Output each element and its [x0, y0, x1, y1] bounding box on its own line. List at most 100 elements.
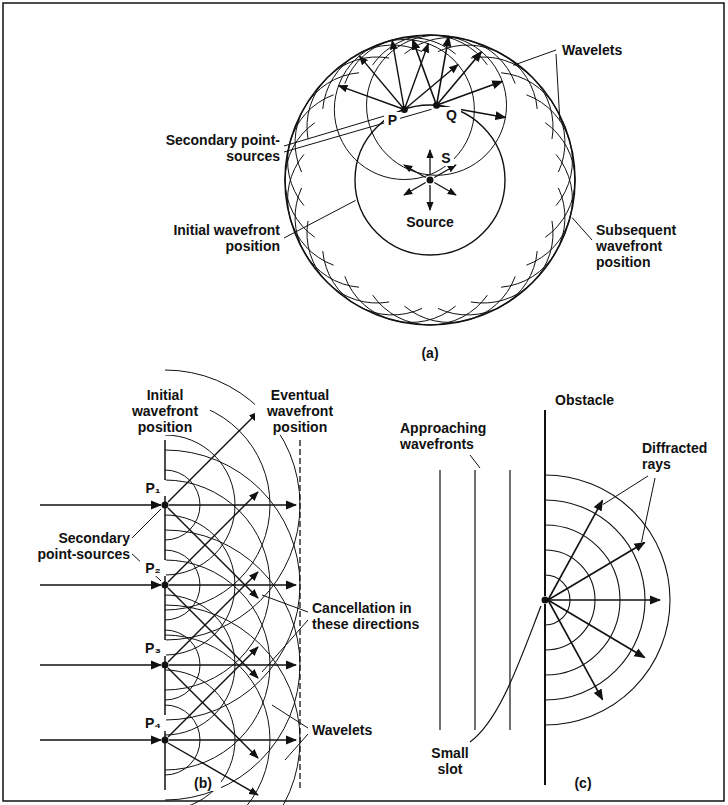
- leader-line: [262, 620, 308, 672]
- label: Source: [400, 214, 460, 230]
- ray-arrow: [40, 664, 161, 666]
- wavelet-arc: [373, 35, 488, 65]
- wavelet-arc: [471, 57, 553, 139]
- leader-line: [556, 54, 560, 121]
- label: Diffracted rays: [640, 440, 720, 472]
- wavelet: [334, 40, 474, 180]
- leader-line: [513, 50, 556, 65]
- ray-arrow: [168, 668, 258, 758]
- label: Initial wavefront position: [150, 222, 282, 254]
- label: Small slot: [420, 745, 480, 777]
- label: Approaching wavefronts: [398, 420, 518, 452]
- label: Cancellation in these directions: [310, 600, 430, 632]
- label: Initial wavefront position: [120, 387, 210, 435]
- label: S: [438, 150, 454, 166]
- leader-line: [470, 455, 480, 468]
- point-source: [162, 582, 169, 589]
- wavelet-arc: [295, 188, 359, 287]
- ray-arrow: [429, 185, 430, 210]
- wavelet-arc: [373, 295, 488, 325]
- label: Subsequent wavefront position: [594, 222, 714, 270]
- leader-line: [603, 476, 648, 504]
- ray-arrow: [168, 647, 258, 737]
- label: Wavelets: [560, 42, 650, 58]
- ray-arrow: [548, 599, 660, 601]
- leader-line: [284, 200, 356, 238]
- ray-arrow: [548, 600, 603, 700]
- point-source: [427, 177, 434, 184]
- ray-arrow: [548, 600, 645, 658]
- point-source: [542, 597, 549, 604]
- leader-line: [285, 734, 308, 760]
- ray-arrow: [548, 500, 603, 600]
- ray-arrow: [548, 543, 645, 601]
- wavelet-arc: [288, 95, 334, 206]
- point-source: [401, 106, 408, 113]
- wavelet-arc: [545, 123, 575, 238]
- point-source: [162, 737, 169, 744]
- label: Eventual wavefront position: [255, 387, 345, 435]
- ray-arrow: [429, 150, 430, 175]
- leader-line: [572, 218, 592, 240]
- leader-line: [262, 595, 308, 612]
- wavelet-arc: [323, 251, 422, 315]
- ray-arrow: [437, 81, 503, 105]
- panel-a: [284, 35, 592, 325]
- wavelet-arc: [501, 188, 565, 287]
- frame: [3, 3, 724, 801]
- ray-arrow: [434, 183, 456, 196]
- ray-arrow: [404, 165, 426, 178]
- wavelet-arc: [526, 154, 572, 265]
- leader-line: [284, 109, 432, 152]
- point-source: [162, 502, 169, 509]
- ray-arrow: [40, 584, 161, 586]
- wavelet: [367, 35, 507, 175]
- wavelet-arc: [307, 221, 389, 303]
- wavelet-arc: [471, 221, 553, 303]
- ray-arrow: [359, 56, 404, 110]
- ray-arrow: [434, 165, 456, 178]
- ray-arrow: [168, 743, 258, 795]
- ray-arrow: [404, 183, 426, 196]
- label: Wavelets: [310, 722, 400, 738]
- ray-arrow: [392, 41, 404, 110]
- label: P₄: [140, 715, 166, 731]
- ray-arrow: [437, 36, 449, 105]
- point-source: [433, 102, 440, 109]
- panel-b: [40, 370, 308, 805]
- label: (c): [565, 775, 601, 791]
- ray-arrow: [40, 504, 161, 506]
- wavelet-arc: [288, 154, 334, 265]
- ray-arrow: [169, 739, 296, 741]
- ray-arrow: [40, 739, 161, 741]
- point-source: [162, 662, 169, 669]
- wavelet-arc: [165, 635, 270, 805]
- wavelet-arc: [526, 95, 572, 206]
- leader-line: [272, 705, 308, 728]
- label: P₂: [140, 560, 166, 576]
- wavelet-arc: [165, 605, 300, 805]
- label: Obstacle: [553, 392, 643, 408]
- ray-arrow: [168, 492, 258, 582]
- label: P₁: [140, 480, 166, 496]
- label: Secondary point-sources: [20, 530, 132, 562]
- label: Secondary point-sources: [150, 132, 282, 164]
- leader-line: [130, 509, 161, 540]
- panel-c: [440, 410, 670, 785]
- label: P: [384, 112, 400, 128]
- label: (b): [185, 775, 221, 791]
- wavelet-arc: [438, 251, 537, 315]
- ray-arrow: [168, 572, 258, 662]
- ray-arrow: [404, 65, 458, 110]
- wavelet-arc: [501, 73, 565, 172]
- label: Q: [443, 107, 461, 123]
- wavelet-arc: [295, 73, 359, 172]
- leader-line: [642, 478, 655, 542]
- ray-arrow: [413, 40, 437, 106]
- wavelet-arc: [345, 276, 456, 322]
- wavelet-arc: [345, 38, 456, 84]
- wavelet-arc: [404, 276, 515, 322]
- label: P₃: [140, 640, 166, 656]
- wavelet-arc: [165, 670, 235, 805]
